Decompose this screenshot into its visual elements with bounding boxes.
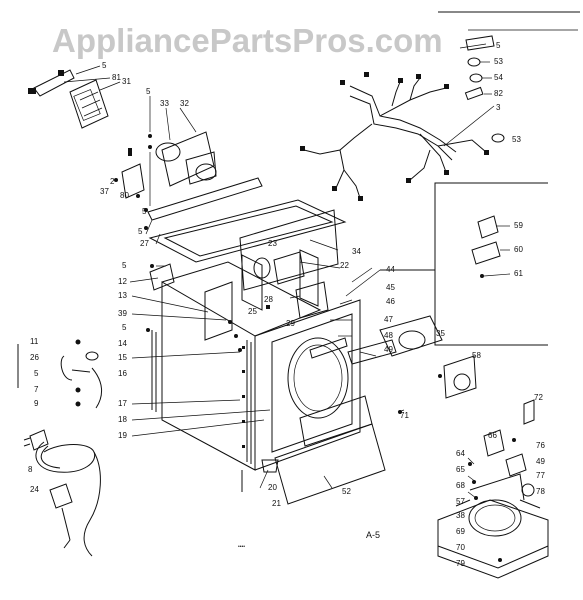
callout: 8 <box>28 465 33 474</box>
callout: 44 <box>386 265 395 274</box>
callout: 13 <box>118 291 127 300</box>
callout: 61 <box>514 269 523 278</box>
callout: 82 <box>494 89 503 98</box>
motor-bracket <box>114 148 151 212</box>
callout: 26 <box>30 353 39 362</box>
callout: 76 <box>536 441 545 450</box>
callout: 29 <box>286 319 295 328</box>
callout: 22 <box>340 261 349 270</box>
callout: 5 <box>138 227 143 236</box>
callout: 46 <box>386 297 395 306</box>
callout: 60 <box>514 245 523 254</box>
door-opening <box>287 337 349 419</box>
bracket-12 <box>149 263 175 291</box>
small-mark: •••• <box>238 544 245 550</box>
callout: 5 <box>146 87 151 96</box>
callout: 49 <box>536 457 545 466</box>
blower-housing <box>347 315 443 365</box>
callout: 81 <box>112 73 121 82</box>
callout: 54 <box>494 73 503 82</box>
callout: 38 <box>456 511 465 520</box>
callout: 80 <box>120 191 129 200</box>
base-assembly <box>437 399 549 579</box>
cabinet-assembly <box>147 177 386 505</box>
callout: 48 <box>384 331 393 340</box>
callout: 19 <box>118 431 127 440</box>
callout: 20 <box>268 483 277 492</box>
callout: 53 <box>512 135 521 144</box>
callout: 45 <box>386 283 395 292</box>
callout: 15 <box>118 353 127 362</box>
strain-relief <box>49 483 73 549</box>
leader-lines <box>63 43 511 499</box>
blower-wheel <box>28 69 109 129</box>
callout: 11 <box>30 337 39 346</box>
callout: 28 <box>264 295 273 304</box>
callout: 5 <box>102 61 107 70</box>
callout: 24 <box>30 485 39 494</box>
callout: 9 <box>34 399 39 408</box>
callout: 52 <box>342 487 351 496</box>
watermark-text: AppliancePartsPros.com <box>52 22 443 59</box>
callout: 5 <box>496 41 501 50</box>
callout: 25 <box>248 307 257 316</box>
drum-bearing <box>398 355 477 414</box>
callout: 18 <box>118 415 127 424</box>
callout: 47 <box>384 315 393 324</box>
callout: 32 <box>180 99 189 108</box>
callout: 2 <box>110 177 115 186</box>
idler-assembly <box>239 209 339 319</box>
callout: 31 <box>122 77 131 86</box>
callout: 78 <box>536 487 545 496</box>
terminal-block-parts <box>17 339 102 409</box>
callout: 79 <box>456 559 465 568</box>
callout: 14 <box>118 339 127 348</box>
power-cord <box>23 429 101 557</box>
callout: 17 <box>118 399 127 408</box>
callout: 64 <box>456 449 465 458</box>
callout-labels: 5 81 31 5 33 32 2 37 80 5 5 27 5 12 13 3… <box>28 41 545 568</box>
thermostat-detail <box>345 182 548 346</box>
header-rule <box>438 11 580 31</box>
callout: 5 <box>34 369 39 378</box>
drive-motor <box>148 131 217 187</box>
callout: 3 <box>496 103 501 112</box>
callout: 66 <box>488 431 497 440</box>
callout: 70 <box>456 543 465 552</box>
cabinet-screws <box>144 226 242 352</box>
callout: 12 <box>118 277 127 286</box>
callout: 53 <box>494 57 503 66</box>
callout: 21 <box>272 499 281 508</box>
callout: 7 <box>34 385 39 394</box>
page-label: A-5 <box>366 530 380 540</box>
callout: 57 <box>456 497 465 506</box>
callout: 35 <box>436 329 445 338</box>
callout: 49 <box>384 345 393 354</box>
callout: 71 <box>400 411 409 420</box>
callout: 59 <box>514 221 523 230</box>
callout: 5 <box>122 261 127 270</box>
callout: 5 <box>142 207 147 216</box>
callout: 69 <box>456 527 465 536</box>
callout: 58 <box>472 351 481 360</box>
callout: 34 <box>352 247 361 256</box>
callout: 77 <box>536 471 545 480</box>
wiring-harness <box>300 72 489 201</box>
callout: 27 <box>140 239 149 248</box>
callout: 16 <box>118 369 127 378</box>
callout: 39 <box>118 309 127 318</box>
callout: 33 <box>160 99 169 108</box>
callout: 65 <box>456 465 465 474</box>
callout: 72 <box>534 393 543 402</box>
callout: 68 <box>456 481 465 490</box>
callout: 37 <box>100 187 109 196</box>
kick-panel <box>274 423 386 505</box>
callout: 23 <box>268 239 277 248</box>
callout: 5 <box>122 323 127 332</box>
